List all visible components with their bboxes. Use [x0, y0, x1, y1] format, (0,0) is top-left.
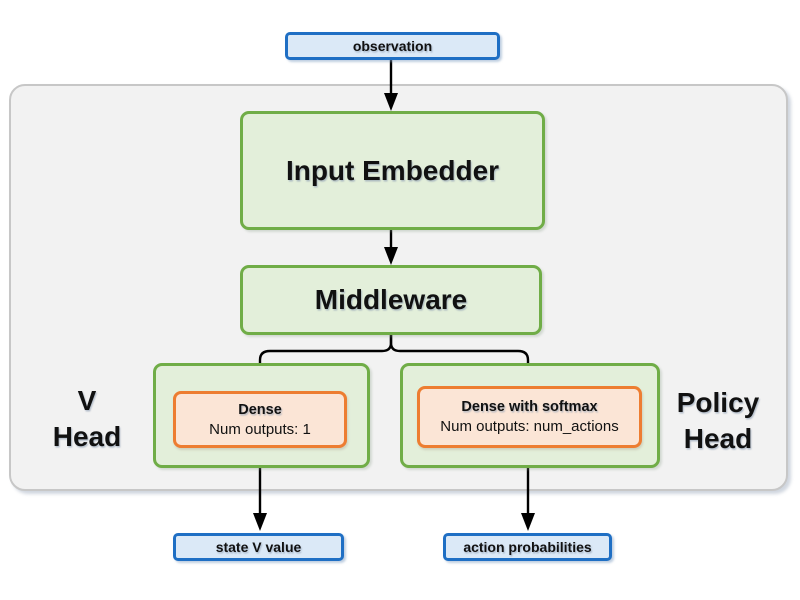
v-dense-node: Dense Num outputs: 1: [173, 391, 347, 448]
policy-head-label-line2: Head: [683, 423, 753, 454]
v-dense-title: Dense: [238, 401, 282, 418]
v-head-label: V Head: [27, 383, 147, 455]
middleware-node: Middleware: [240, 265, 542, 335]
policy-head-label: Policy Head: [658, 385, 778, 457]
arrowhead-action-probabilities: [521, 513, 535, 531]
arrowhead-state-v-value: [253, 513, 267, 531]
policy-dense-title: Dense with softmax: [461, 399, 598, 415]
action-probabilities-node: action probabilities: [443, 533, 612, 561]
v-head-label-line1: V: [77, 385, 97, 416]
state-v-value-node: state V value: [173, 533, 344, 561]
policy-dense-node: Dense with softmax Num outputs: num_acti…: [417, 386, 642, 448]
policy-dense-subtitle: Num outputs: num_actions: [440, 418, 619, 435]
action-probabilities-label: action probabilities: [463, 539, 592, 555]
state-v-value-label: state V value: [215, 539, 302, 555]
middleware-label: Middleware: [314, 284, 468, 315]
v-dense-subtitle: Num outputs: 1: [209, 420, 311, 438]
observation-label: observation: [352, 38, 433, 54]
v-head-label-line2: Head: [52, 421, 122, 452]
input-embedder-label: Input Embedder: [285, 154, 500, 186]
input-embedder-node: Input Embedder: [240, 111, 545, 230]
observation-node: observation: [285, 32, 500, 60]
policy-head-label-line1: Policy: [676, 387, 760, 418]
